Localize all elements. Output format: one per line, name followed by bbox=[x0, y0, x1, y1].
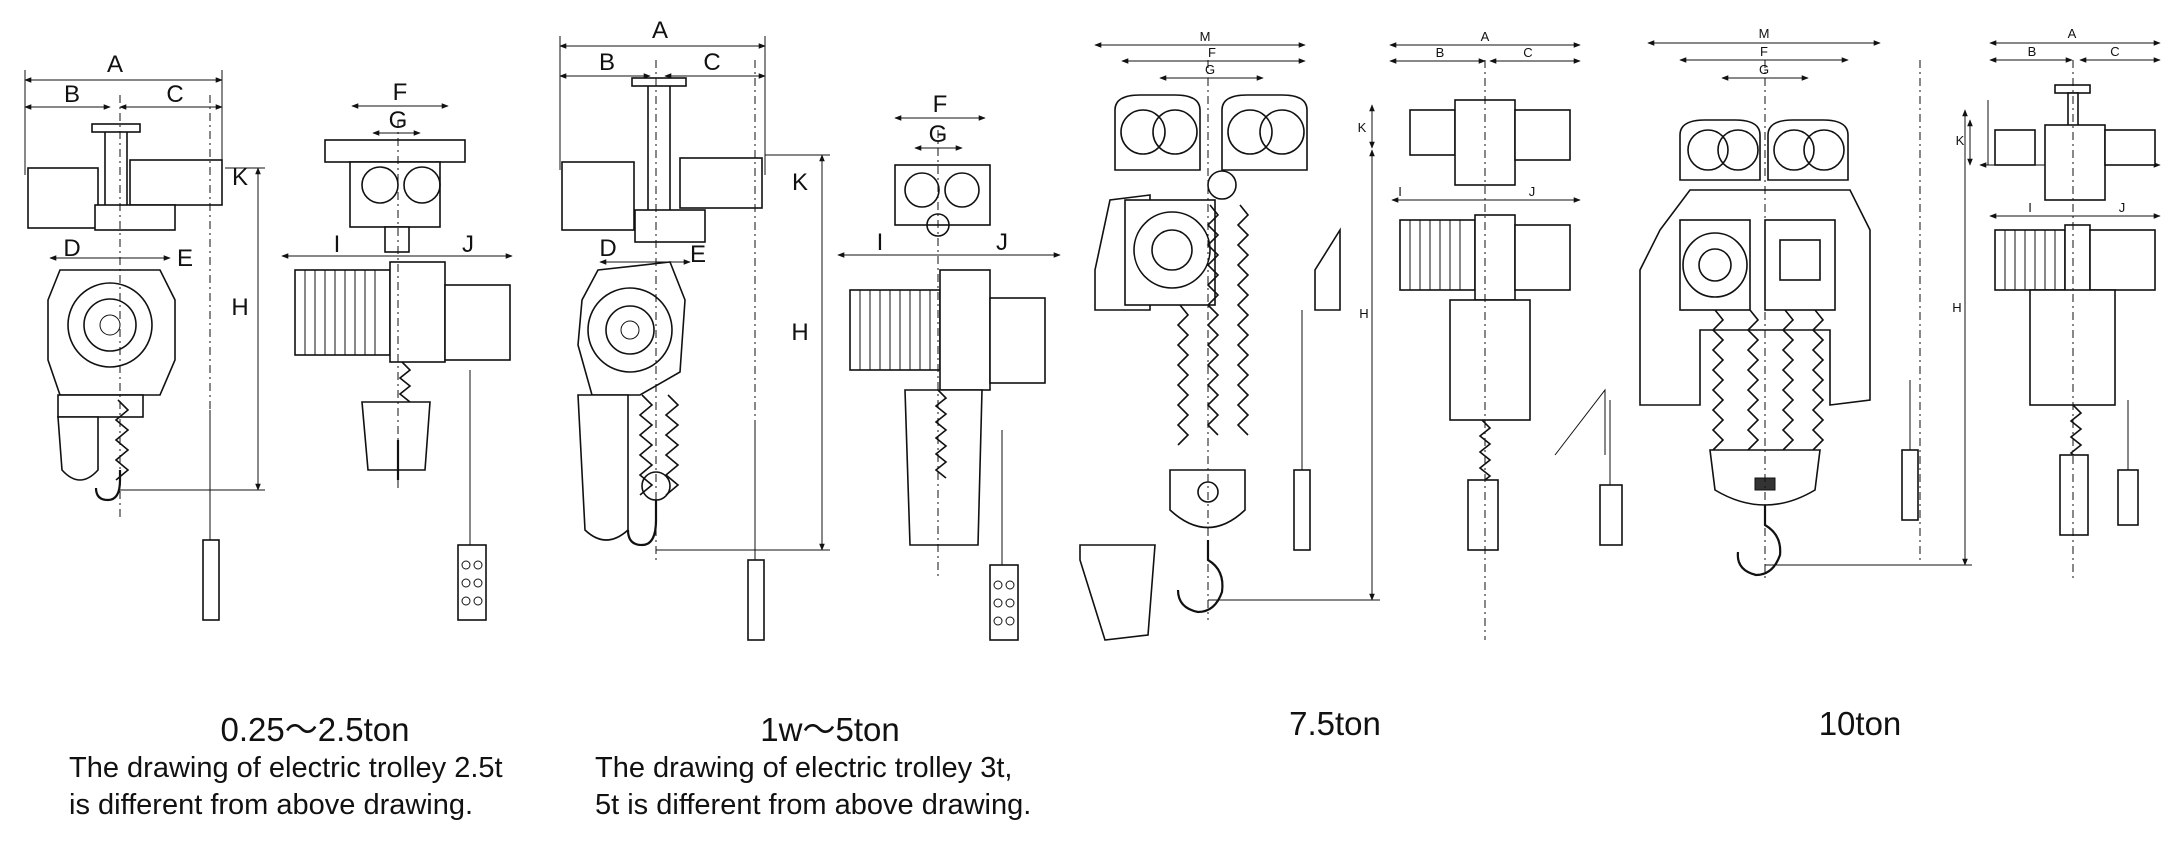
g1-label-I: I bbox=[334, 231, 341, 258]
g2-label-I: I bbox=[877, 229, 884, 256]
group2-note-line1: The drawing of electric trolley 3t, bbox=[595, 752, 1013, 784]
g3-label-M: M bbox=[1200, 29, 1211, 44]
g4-label-A: A bbox=[2068, 26, 2077, 41]
g1-label-E: E bbox=[177, 245, 193, 272]
g1-label-J: J bbox=[462, 231, 474, 258]
g4-label-H: H bbox=[1952, 300, 1961, 315]
g1-label-C: C bbox=[166, 81, 183, 108]
group3-side-view: M F G K H bbox=[1079, 29, 1380, 641]
g1-label-F: F bbox=[393, 79, 408, 106]
g2-label-F: F bbox=[933, 91, 948, 118]
g4-label-K: K bbox=[1956, 133, 1965, 148]
g2-label-B: B bbox=[599, 49, 615, 76]
g3-label-I: I bbox=[1398, 184, 1402, 199]
g2-label-C: C bbox=[703, 49, 720, 76]
g3-label-F: F bbox=[1208, 45, 1216, 60]
g4-label-J: J bbox=[2119, 200, 2126, 215]
g2-label-J: J bbox=[996, 229, 1008, 256]
group1-note-line1: The drawing of electric trolley 2.5t bbox=[69, 752, 503, 784]
group1-title: 0.25～2.5ton bbox=[220, 711, 410, 748]
g1-label-A: A bbox=[107, 51, 123, 78]
group3-title: 7.5ton bbox=[1289, 705, 1381, 742]
g3-label-B: B bbox=[1436, 45, 1445, 60]
g1-label-H: H bbox=[231, 294, 248, 321]
group2-note-line2: 5t is different from above drawing. bbox=[595, 789, 1032, 821]
group4-side-view: M F G H bbox=[1639, 26, 1972, 580]
group1-front-view: F G I J bbox=[281, 79, 513, 621]
g4-label-B: B bbox=[2028, 44, 2037, 59]
group1-note-line2: is different from above drawing. bbox=[69, 789, 474, 821]
group2-front-view: F G I J bbox=[837, 91, 1061, 641]
g4-label-C: C bbox=[2110, 44, 2119, 59]
g4-label-F: F bbox=[1760, 44, 1768, 59]
group3-front-view: A B C I J bbox=[1389, 29, 1623, 640]
g1-label-K: K bbox=[232, 164, 248, 191]
g3-label-G: G bbox=[1205, 62, 1215, 77]
g2-label-K: K bbox=[792, 169, 808, 196]
g2-label-A: A bbox=[652, 17, 668, 44]
g4-label-M: M bbox=[1759, 26, 1770, 41]
g1-label-D: D bbox=[63, 235, 80, 262]
g4-label-G: G bbox=[1759, 62, 1769, 77]
g3-label-K: K bbox=[1358, 120, 1367, 135]
g1-label-B: B bbox=[64, 81, 80, 108]
group4-front-view: A B C K I J bbox=[1956, 26, 2161, 580]
g2-label-E: E bbox=[690, 241, 706, 268]
group2-title: 1w～5ton bbox=[760, 711, 900, 748]
g4-label-I: I bbox=[2028, 200, 2032, 215]
g3-label-H: H bbox=[1359, 306, 1368, 321]
group1-side-view: A B C D E H K bbox=[24, 51, 265, 621]
g2-label-H: H bbox=[791, 319, 808, 346]
g3-label-C: C bbox=[1523, 45, 1532, 60]
g3-label-J: J bbox=[1529, 184, 1536, 199]
g3-label-A: A bbox=[1481, 29, 1490, 44]
group4-title: 10ton bbox=[1818, 705, 1902, 742]
g2-label-D: D bbox=[599, 235, 616, 262]
group2-side-view: A B C D E H K bbox=[559, 17, 830, 641]
